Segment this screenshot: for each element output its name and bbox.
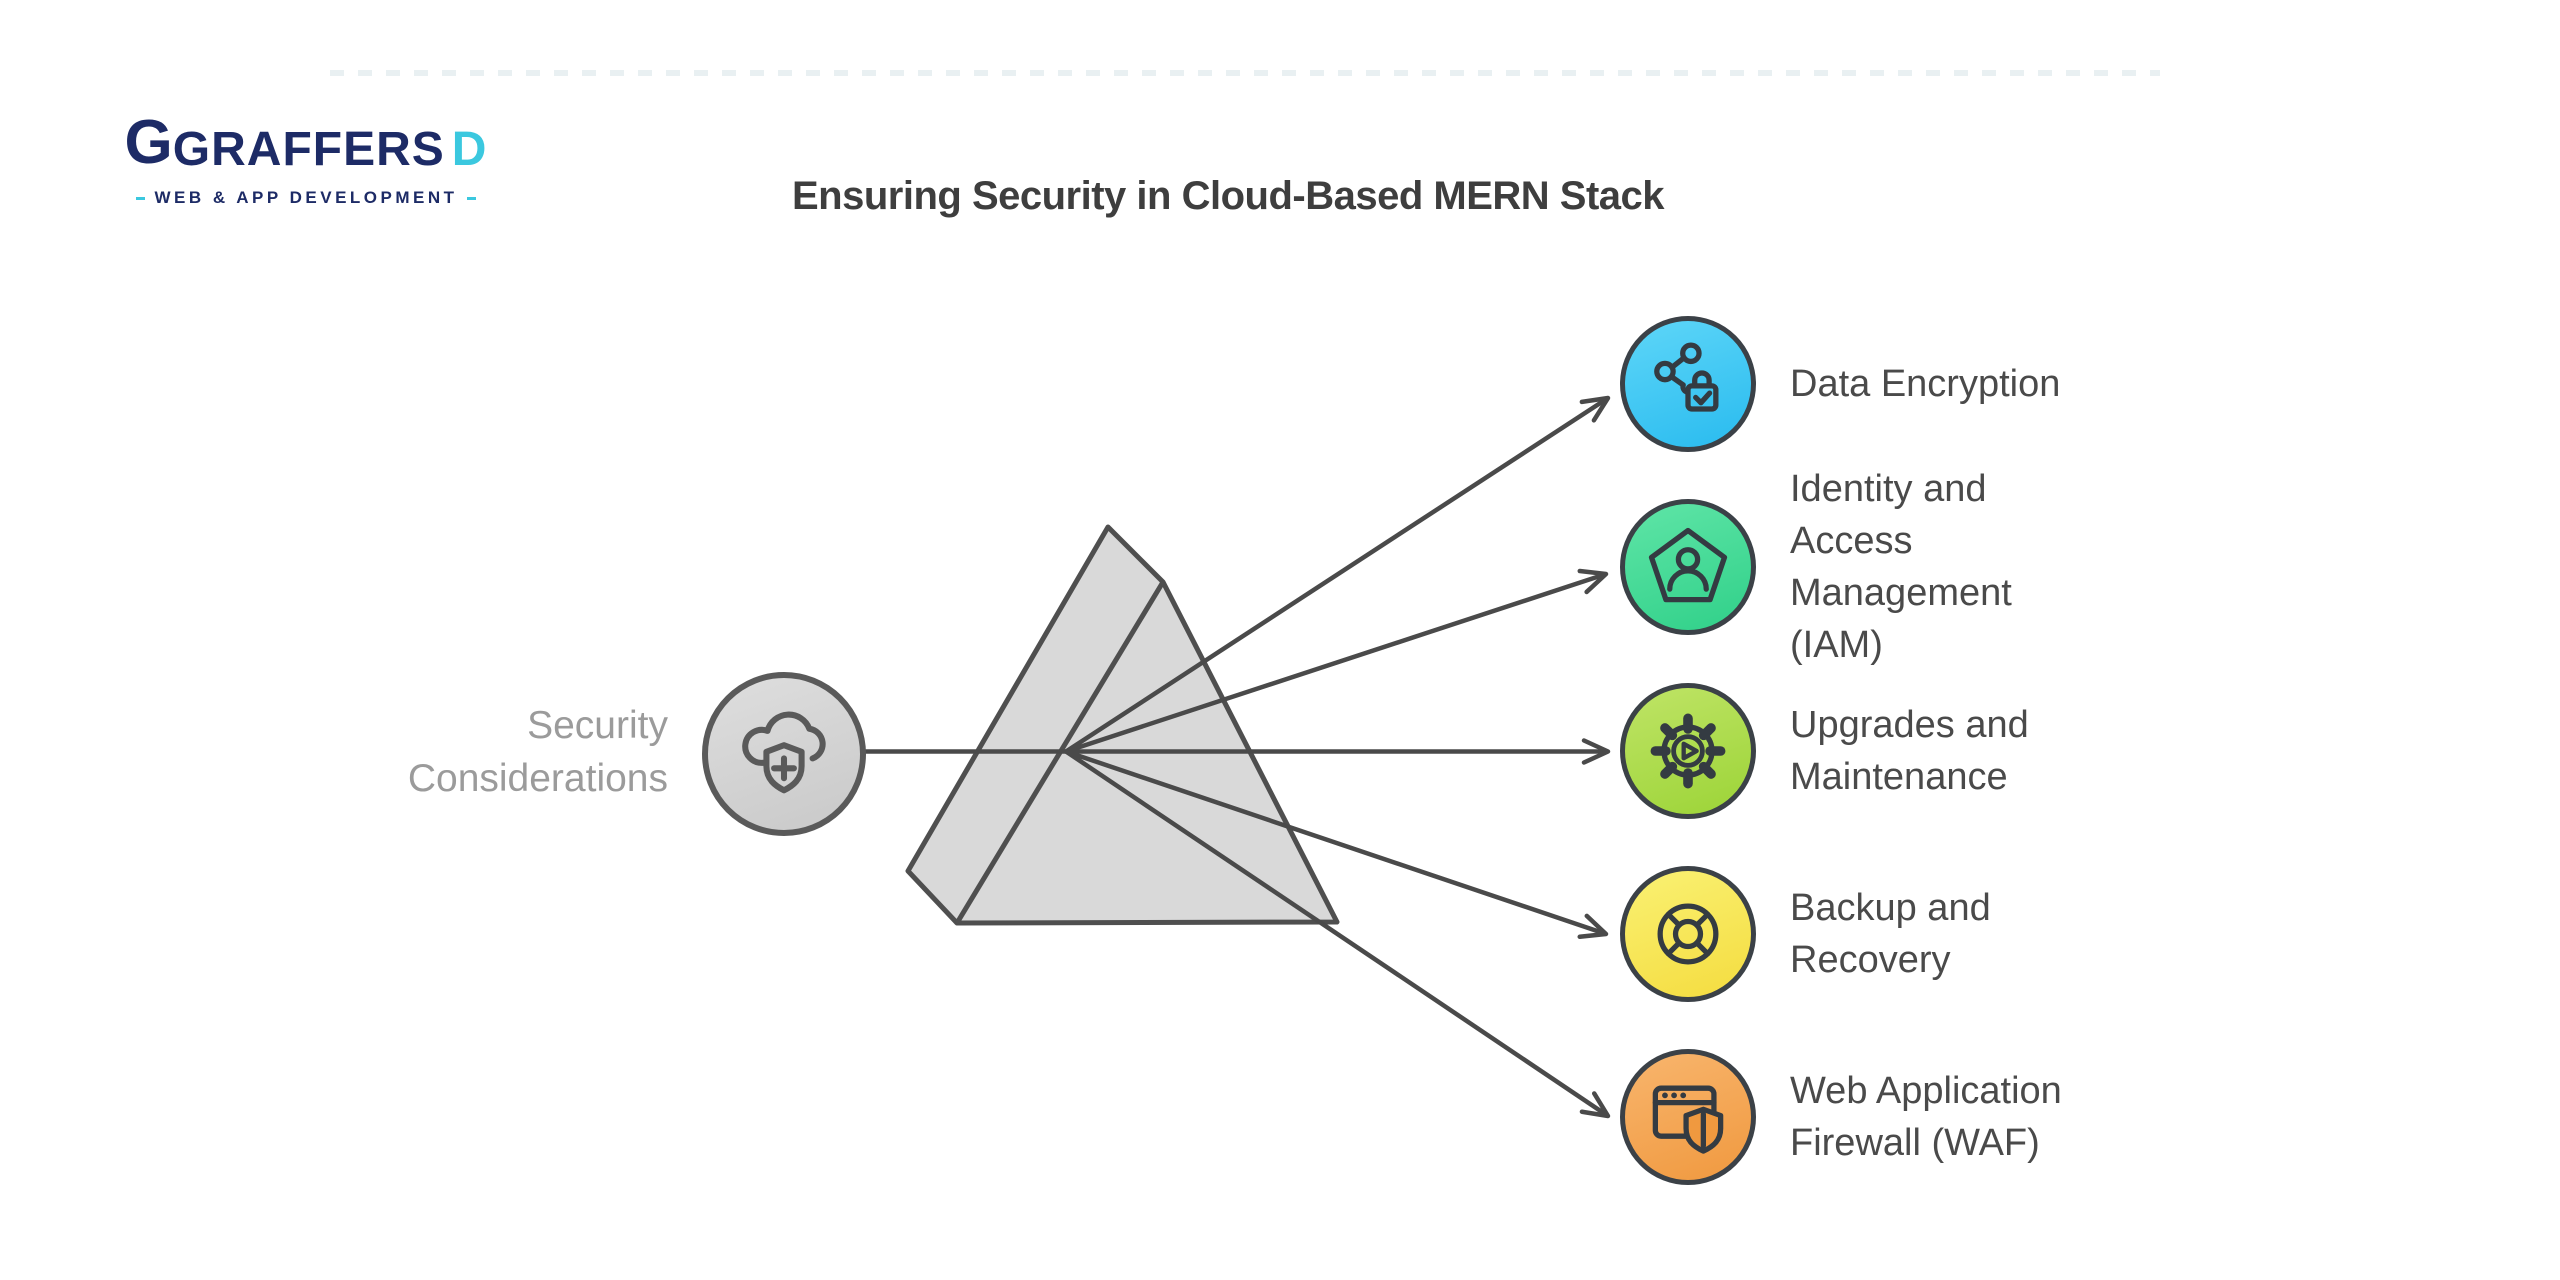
gear-play-icon — [1650, 713, 1726, 789]
brand-name-accent: D — [451, 123, 488, 176]
tagline-dash-right — [466, 196, 476, 200]
title-wrap: Ensuring Security in Cloud-Based MERN St… — [640, 174, 1816, 219]
item-circle-backup — [1620, 866, 1756, 1002]
item-label: Backup and Recovery — [1790, 887, 1991, 981]
ray-line-0 — [1064, 395, 1611, 754]
source-circle — [702, 672, 866, 836]
brand-tagline: WEB & APP DEVELOPMENT — [154, 188, 458, 207]
item-label: Data Encryption — [1790, 363, 2061, 405]
page-title: Ensuring Security in Cloud-Based MERN St… — [792, 174, 1665, 218]
pentagon-user-icon — [1648, 527, 1728, 603]
item-circle-upgrades — [1620, 683, 1756, 819]
cloud-shield-plus-icon — [742, 711, 826, 794]
brand-tagline-row: WEB & APP DEVELOPMENT — [136, 188, 476, 208]
brand-letter-g: G — [124, 108, 173, 177]
brand-name-main: GRAFFERS — [172, 123, 445, 176]
item-circle-waf — [1620, 1049, 1756, 1185]
lifebuoy-icon — [1657, 903, 1719, 965]
top-dashed-line — [330, 70, 2160, 76]
ray-line-1 — [1065, 568, 1609, 754]
item-label: Web Application Firewall (WAF) — [1790, 1070, 2062, 1164]
prism-shape — [905, 524, 1340, 926]
item-circle-iam — [1620, 499, 1756, 635]
tagline-dash-left — [136, 196, 146, 200]
source-label: Security Considerations — [407, 704, 668, 800]
item-circle-data-encryption — [1620, 316, 1756, 452]
browser-shield-icon — [1652, 1085, 1724, 1154]
item-label: Identity and Access Management (IAM) — [1790, 468, 2012, 666]
ray-line-3 — [1065, 749, 1609, 939]
item-label: Upgrades and Maintenance — [1790, 704, 2029, 798]
ray-line-4 — [1064, 749, 1611, 1119]
share-lock-icon — [1654, 342, 1719, 412]
